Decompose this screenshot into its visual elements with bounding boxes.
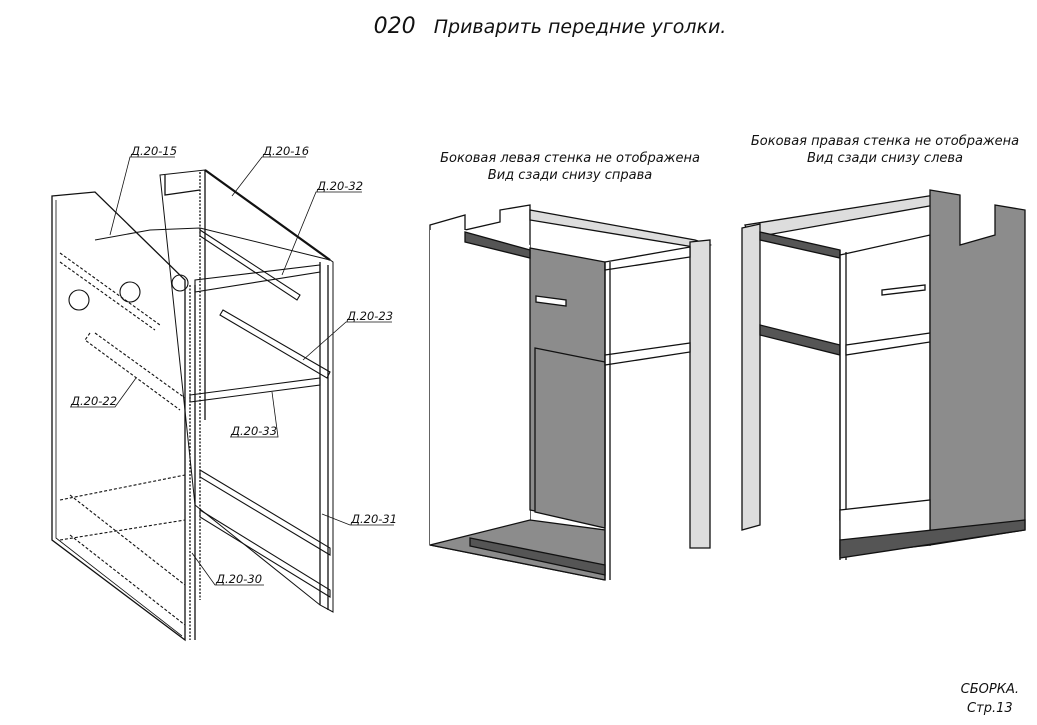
section-label: СБОРКА. xyxy=(960,682,1019,697)
cabinet-frame xyxy=(51,169,334,642)
callout-d20-32: Д.20-32 xyxy=(316,179,363,193)
callout-d20-16: Д.20-16 xyxy=(262,144,309,158)
part-callouts: Д.20-15 Д.20-16 Д.20-32 Д.20-23 Д.20-22 … xyxy=(70,144,397,586)
callout-d20-31: Д.20-31 xyxy=(350,512,397,526)
caption-line-1: Боковая левая стенка не отображена xyxy=(440,151,700,166)
page-footer: СБОРКА. Стр.13 xyxy=(961,680,1019,718)
page-title: 020 Приварить передние уголки. xyxy=(0,14,1037,39)
step-title: Приварить передние уголки. xyxy=(433,16,727,38)
caption-line-2: Вид сзади снизу справа xyxy=(487,168,653,183)
view-rear-bottom-right xyxy=(429,204,713,581)
caption-left-wall-hidden: Боковая левая стенка не отображена Вид с… xyxy=(410,150,730,184)
page-number: Стр.13 xyxy=(967,701,1013,716)
callout-d20-30: Д.20-30 xyxy=(215,572,262,586)
caption-line-1: Боковая правая стенка не отображена xyxy=(750,134,1020,149)
callout-d20-15: Д.20-15 xyxy=(130,144,177,158)
view-rear-bottom-left xyxy=(741,189,1026,560)
callout-d20-23: Д.20-23 xyxy=(346,309,393,323)
step-number: 020 xyxy=(373,14,416,39)
crossbars xyxy=(59,228,331,626)
caption-right-wall-hidden: Боковая правая стенка не отображена Вид … xyxy=(725,133,1037,167)
callout-d20-33: Д.20-33 xyxy=(230,424,277,438)
callout-d20-22: Д.20-22 xyxy=(70,394,117,408)
caption-line-2: Вид сзади снизу слева xyxy=(807,151,963,166)
